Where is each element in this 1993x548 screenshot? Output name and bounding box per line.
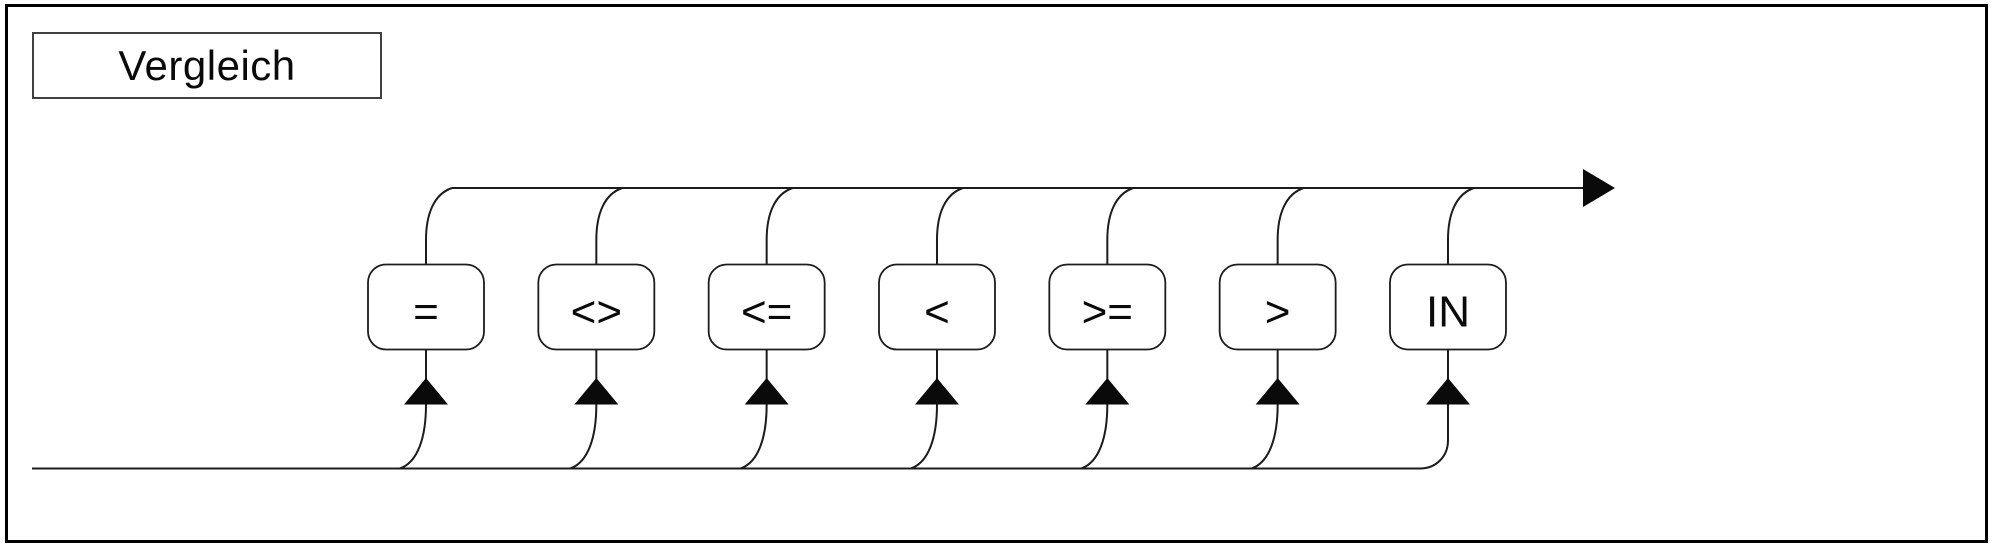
branch-entry-curve xyxy=(399,404,427,470)
up-arrow-icon xyxy=(574,378,619,405)
operator-box xyxy=(1048,263,1167,351)
operator-label: <= xyxy=(741,288,792,337)
branch-entry-curve xyxy=(1251,404,1279,470)
branch-exit-curve xyxy=(425,187,453,265)
diagram-frame-border xyxy=(5,4,1988,543)
flow-direction-arrow-icon xyxy=(1583,169,1615,207)
up-arrow-icon xyxy=(1425,378,1470,405)
diagram-title-box: Vergleich xyxy=(32,32,382,99)
branch-entry-curve xyxy=(740,404,768,470)
branch-exit-curve xyxy=(1276,187,1305,265)
operator-box xyxy=(367,263,485,351)
operator-label: = xyxy=(413,288,439,337)
diagram-title: Vergleich xyxy=(118,41,296,89)
branch-entry-curve xyxy=(1080,404,1109,470)
branch-exit-curve xyxy=(1446,187,1475,265)
up-arrow-icon xyxy=(1085,378,1130,405)
operator-label: >= xyxy=(1082,288,1133,337)
operator-box xyxy=(1389,263,1507,351)
branch-exit-curve xyxy=(935,187,964,265)
operator-box xyxy=(537,263,656,351)
branch-entry-curve xyxy=(569,404,598,470)
branch-exit-curve xyxy=(1106,187,1134,265)
operator-box xyxy=(878,263,996,351)
operator-label: IN xyxy=(1426,288,1470,337)
up-arrow-icon xyxy=(404,378,448,405)
operator-label: <> xyxy=(571,288,622,337)
branch-exit-curve xyxy=(595,187,623,265)
up-arrow-icon xyxy=(1255,378,1300,405)
operator-label: < xyxy=(924,288,950,337)
branch-exit-curve xyxy=(765,187,794,265)
bottom-rail xyxy=(32,404,1449,470)
branch-entry-curve xyxy=(910,404,938,470)
operator-label: > xyxy=(1265,288,1291,337)
operator-box xyxy=(1218,263,1337,351)
up-arrow-icon xyxy=(914,378,959,405)
operator-box xyxy=(707,263,826,351)
up-arrow-icon xyxy=(744,378,789,405)
